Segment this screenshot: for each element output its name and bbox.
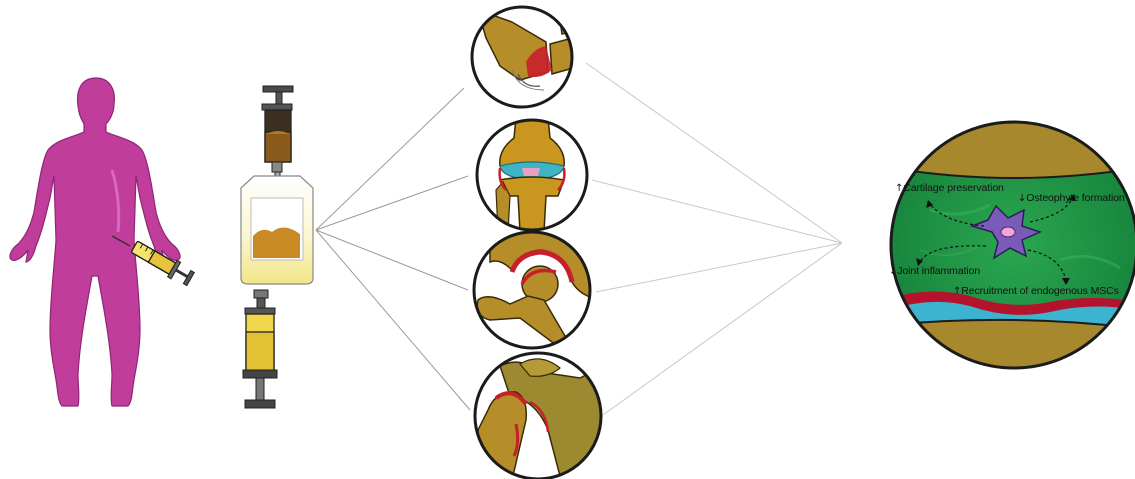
label-joint-inflammation: ↓Joint inflammation [889,265,980,277]
joint-tissue-zoom-icon [880,120,1135,380]
human-silhouette-icon [10,78,180,406]
hip-joint-icon [474,232,600,348]
label-recruitment-endogenous-mscs: ↑Recruitment of endogenous MSCs [953,285,1119,297]
ankle-joint-icon [472,7,580,107]
knee-joint-icon [477,118,587,232]
connector-lines [316,63,842,415]
cartilage-preservation-text: Cartilage preservation [903,182,1004,194]
label-cartilage-preservation: ↑Cartilage preservation [895,182,1004,194]
processing-bag-with-syringes-icon [241,86,313,408]
osteophyte-formation-text: Osteophyte formation [1026,192,1124,204]
shoulder-joint-icon [475,353,604,479]
recruitment-endogenous-mscs-text: Recruitment of endogenous MSCs [961,285,1119,297]
joint-inflammation-text: Joint inflammation [897,265,980,277]
label-osteophyte-formation: ↓Osteophyte formation [1018,192,1125,204]
